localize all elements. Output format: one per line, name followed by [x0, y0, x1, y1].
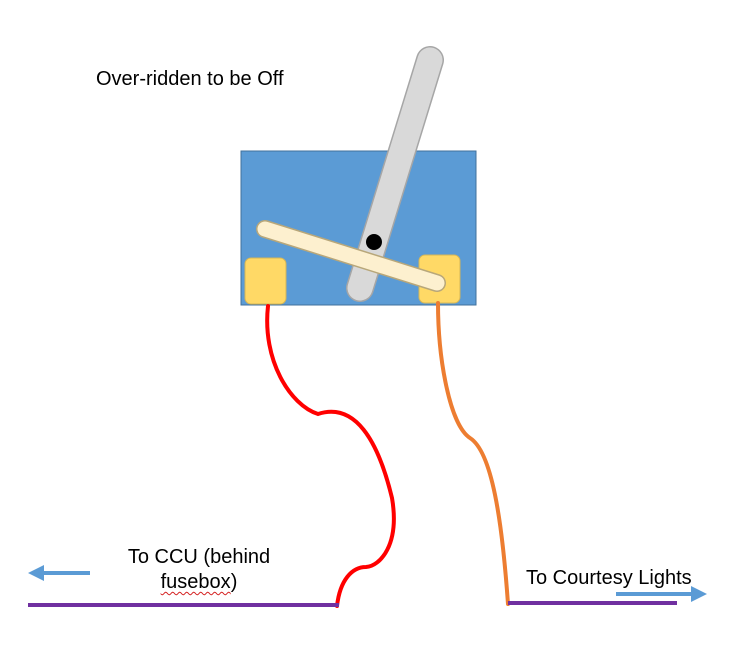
switch-lever [346, 46, 444, 302]
arrow-left-icon [28, 565, 90, 581]
contact-bar [256, 220, 446, 292]
ccu-destination-label: To CCU (behind fusebox) [119, 545, 279, 595]
pivot-point [366, 234, 382, 250]
ccu-label-line2: fusebox) [119, 570, 279, 595]
ccu-label-line1: To CCU (behind [127, 546, 271, 568]
ccu-label-fusebox-word: fusebox [160, 571, 231, 593]
switch-state-label: Over-ridden to be Off [96, 68, 284, 90]
courtesy-lights-label: To Courtesy Lights [526, 567, 692, 589]
ccu-label-closing-paren: ) [230, 571, 238, 593]
arrow-right-icon [616, 586, 707, 602]
terminal-left [244, 257, 287, 305]
wire-orange [436, 301, 510, 606]
wire-red [265, 304, 396, 608]
